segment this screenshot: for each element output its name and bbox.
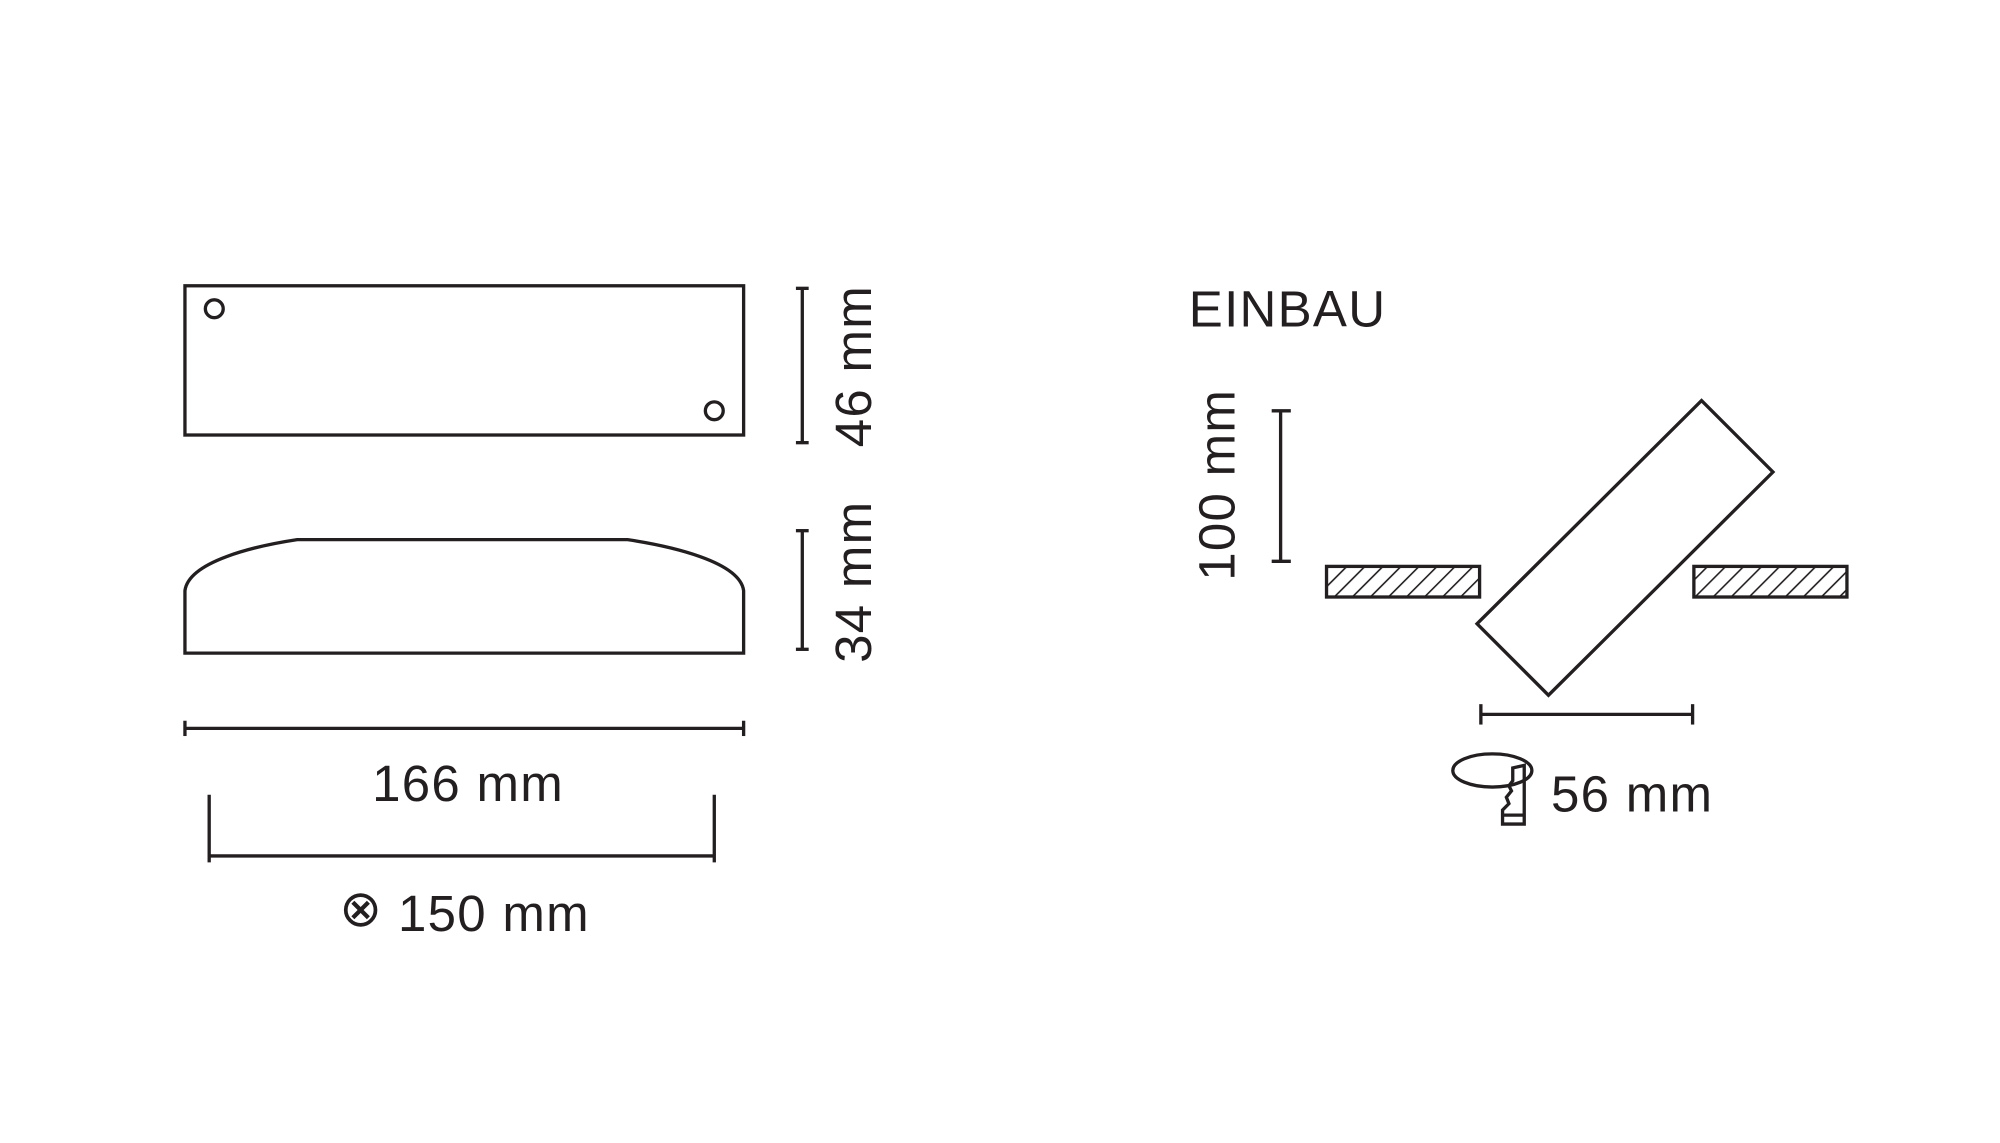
installation-title: EINBAU: [1189, 281, 1387, 338]
front-height-label: 46 mm: [825, 285, 882, 447]
mount-hole-left: [203, 298, 225, 320]
cutout-label: 150 mm: [398, 885, 590, 942]
side-height-dimension-line: [795, 529, 809, 651]
side-profile: [183, 537, 746, 655]
side-height-label: 34 mm: [825, 501, 882, 663]
hole-dimension-line: [1479, 704, 1695, 725]
side-view: 34 mm: [183, 501, 882, 663]
depth-dimension-line: [1271, 409, 1291, 563]
mount-hole-right: [703, 400, 725, 422]
height-dimension-line: [795, 286, 809, 445]
cutout-dimension: [207, 794, 716, 863]
front-view: 46 mm: [183, 284, 882, 447]
front-outline: [183, 284, 746, 437]
ceiling-section-right: [1692, 564, 1849, 599]
ceiling-section-left: [1324, 564, 1482, 599]
fixture-inserting: [1474, 398, 1776, 698]
length-label: 166 mm: [372, 755, 564, 812]
hole-saw-icon: [1451, 752, 1534, 826]
depth-label: 100 mm: [1189, 389, 1246, 581]
cutout-diameter-symbol: ⊗: [339, 880, 383, 937]
hole-label: 56 mm: [1551, 765, 1713, 822]
length-dimension: [183, 720, 746, 737]
